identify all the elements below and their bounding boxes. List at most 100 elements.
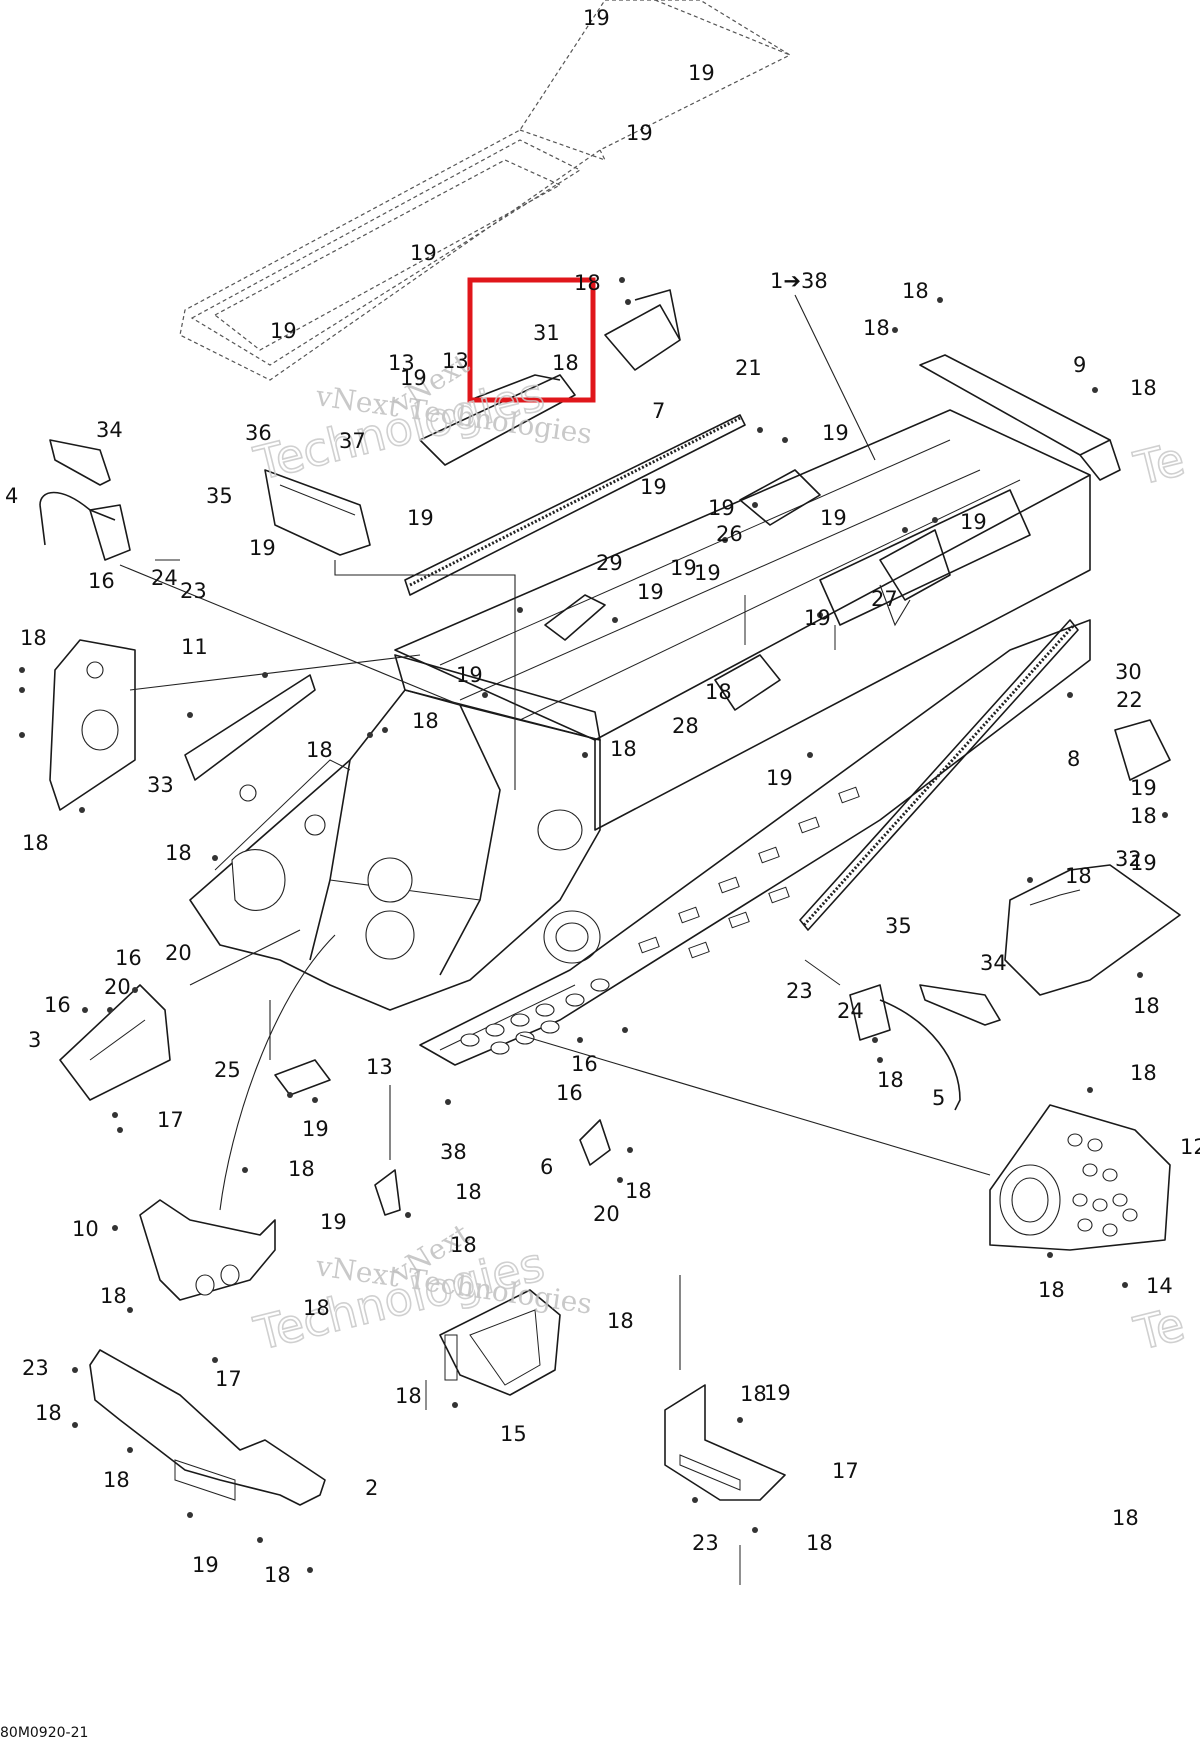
- callout-32: 32: [1115, 847, 1142, 871]
- callout-16: 16: [556, 1081, 583, 1105]
- drawing-code: 80M0920-21: [0, 1725, 88, 1741]
- strip-33: [184, 674, 316, 781]
- callout-27: 27: [871, 587, 898, 611]
- callout-17: 17: [832, 1459, 859, 1483]
- callout-18: 18: [1130, 1061, 1157, 1085]
- watermarks: vNext vNext Technologies Technologies vN…: [248, 347, 1191, 1362]
- callout-19: 19: [694, 561, 721, 585]
- callout-9: 9: [1073, 353, 1086, 377]
- callout-35: 35: [885, 914, 912, 938]
- callout-38: 38: [440, 1140, 467, 1164]
- callout-18: 18: [264, 1563, 291, 1587]
- callout-19: 19: [302, 1117, 329, 1141]
- callout-11: 11: [181, 635, 208, 659]
- side-plate-11: [49, 639, 136, 811]
- callout-18: 18: [20, 626, 47, 650]
- bracket-8: [1114, 719, 1171, 781]
- callout-18: 18: [902, 279, 929, 303]
- callout-3: 3: [28, 1028, 41, 1052]
- callout-2: 2: [365, 1476, 378, 1500]
- callout-19: 19: [764, 1381, 791, 1405]
- watermark-te-1: Te: [1129, 432, 1190, 496]
- callout-18: 18: [100, 1284, 127, 1308]
- callout-8: 8: [1067, 747, 1080, 771]
- bolts: [155, 559, 841, 1585]
- handle-right: [849, 984, 1001, 1111]
- callout-19: 19: [822, 421, 849, 445]
- callout-18: 18: [552, 351, 579, 375]
- callout-16: 16: [571, 1052, 598, 1076]
- callout-18: 18: [22, 831, 49, 855]
- bracket-10: [139, 1199, 276, 1301]
- bracket-7: [604, 289, 681, 371]
- callout-18: 18: [1038, 1278, 1065, 1302]
- callout-18: 18: [877, 1068, 904, 1092]
- callout-4: 4: [5, 484, 18, 508]
- rail-22: [799, 619, 1079, 931]
- callout-19: 19: [626, 121, 653, 145]
- callout-34: 34: [96, 418, 123, 442]
- callout-18: 18: [1130, 804, 1157, 828]
- plate-12-holes: [1067, 1133, 1138, 1237]
- watermark-te-2: Te: [1129, 1297, 1190, 1361]
- callout-18: 18: [574, 271, 601, 295]
- callout-19: 19: [270, 319, 297, 343]
- callout-18: 18: [165, 841, 192, 865]
- callout-1-38: 1➔38: [770, 269, 828, 293]
- callout-19: 19: [456, 663, 483, 687]
- callout-18: 18: [1112, 1506, 1139, 1530]
- callout-18: 18: [303, 1296, 330, 1320]
- callout-18: 18: [288, 1157, 315, 1181]
- tunnel-chassis: [189, 409, 1091, 1066]
- callout-19: 19: [400, 366, 427, 390]
- callout-13: 13: [366, 1055, 393, 1079]
- callout-35: 35: [206, 484, 233, 508]
- bracket-38: [374, 1169, 401, 1216]
- callout-19: 19: [960, 510, 987, 534]
- callout-23: 23: [180, 579, 207, 603]
- callout-18: 18: [35, 1401, 62, 1425]
- callout-18: 18: [1130, 376, 1157, 400]
- callout-18: 18: [455, 1180, 482, 1204]
- callout-30: 30: [1115, 660, 1142, 684]
- highlight-box-31: [467, 277, 596, 403]
- callout-21: 21: [735, 356, 762, 380]
- callout-18: 18: [450, 1233, 477, 1257]
- callout-18: 18: [306, 738, 333, 762]
- callout-18: 18: [806, 1531, 833, 1555]
- callout-19: 19: [192, 1553, 219, 1577]
- running-board-panel: [179, 0, 792, 381]
- callout-22: 22: [1116, 688, 1143, 712]
- callout-5: 5: [932, 1086, 945, 1110]
- fasteners: [19, 277, 1168, 1573]
- callout-16: 16: [115, 946, 142, 970]
- callout-31: 31: [533, 321, 560, 345]
- callout-18: 18: [705, 680, 732, 704]
- callout-7: 7: [652, 399, 665, 423]
- callout-19: 19: [637, 580, 664, 604]
- callout-6: 6: [540, 1155, 553, 1179]
- callout-19: 19: [766, 766, 793, 790]
- callout-19: 19: [804, 606, 831, 630]
- bracket-15: [664, 1384, 786, 1501]
- callout-16: 16: [44, 993, 71, 1017]
- callout-18: 18: [103, 1468, 130, 1492]
- callout-25: 25: [214, 1058, 241, 1082]
- callout-18: 18: [610, 737, 637, 761]
- callout-19: 19: [320, 1210, 347, 1234]
- part-31: [419, 374, 576, 466]
- callout-19: 19: [708, 496, 735, 520]
- callout-19: 19: [820, 506, 847, 530]
- callout-19: 19: [407, 506, 434, 530]
- callout-18: 18: [740, 1382, 767, 1406]
- callout-24: 24: [837, 999, 864, 1023]
- callout-19: 19: [670, 556, 697, 580]
- bracket-3: [59, 984, 171, 1101]
- callout-18: 18: [1065, 864, 1092, 888]
- bracket-6: [579, 1119, 611, 1166]
- handle-left: [39, 439, 131, 561]
- callout-20: 20: [104, 975, 131, 999]
- callout-18: 18: [412, 709, 439, 733]
- callout-29: 29: [596, 551, 623, 575]
- callout-17: 17: [215, 1367, 242, 1391]
